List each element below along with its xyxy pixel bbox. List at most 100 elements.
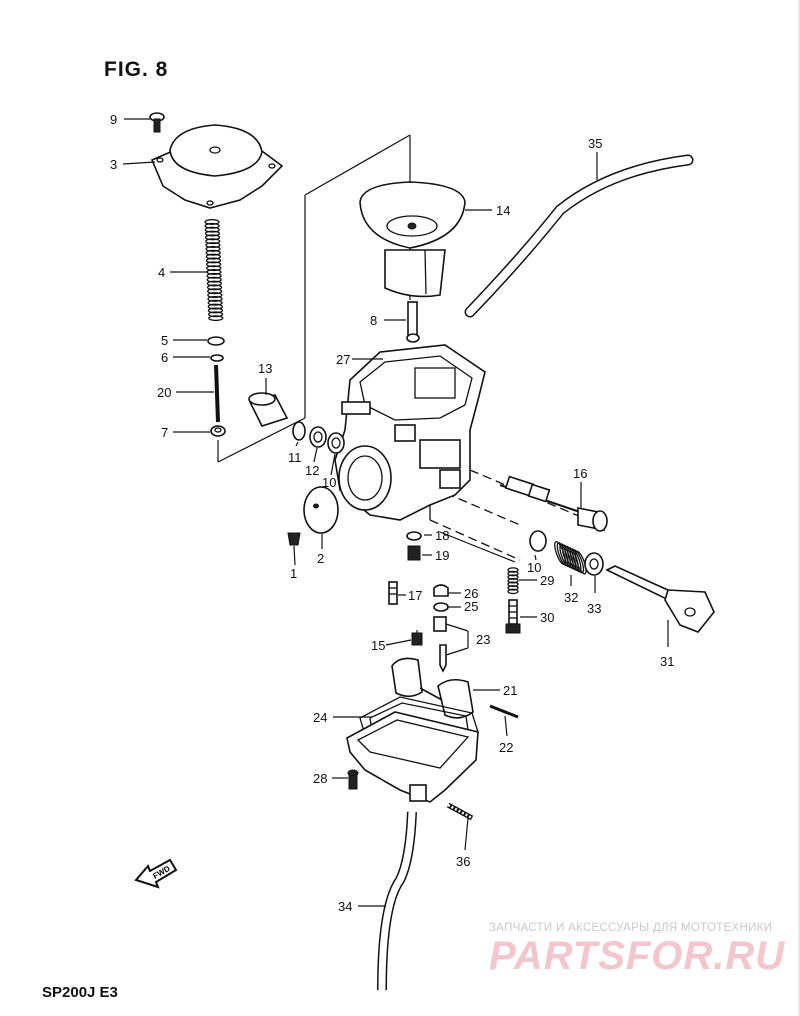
part-36-drain-screw — [446, 802, 474, 821]
part-20-jet-needle — [214, 364, 220, 423]
model-code: SP200J E3 — [42, 984, 118, 1001]
callout-30: 30 — [540, 610, 554, 625]
spring-coil — [207, 311, 224, 318]
callout-28: 28 — [313, 771, 327, 786]
spring-coil — [207, 288, 223, 295]
callout-labels: 9 3 4 5 6 20 7 13 14 8 27 35 16 11 12 10… — [110, 112, 674, 914]
part-18-washer — [406, 531, 422, 541]
fwd-arrow-icon: FWD — [134, 858, 178, 889]
callout-35: 35 — [588, 136, 602, 151]
part-4-spring — [204, 219, 224, 322]
callout-27: 27 — [336, 352, 350, 367]
part-6-clip — [210, 354, 224, 362]
part-31-throttle-shaft — [605, 565, 715, 633]
spring-coil — [205, 245, 221, 252]
callout-1: 1 — [290, 566, 297, 581]
float-bowl — [346, 711, 479, 803]
part-26-cap — [433, 584, 449, 597]
callout-20: 20 — [157, 385, 171, 400]
part-3-top-cover — [150, 124, 284, 209]
part-12-ring — [309, 426, 327, 448]
part-16-choke-plunger — [499, 475, 608, 532]
spring-coil — [206, 265, 222, 272]
figure-title: FIG. 8 — [104, 58, 169, 81]
part-9-screw — [149, 112, 165, 133]
spring-coil — [507, 588, 519, 595]
part-21-float — [391, 657, 474, 719]
spring-coil — [206, 284, 223, 291]
callout-23: 23 — [476, 632, 490, 647]
spring-coil — [207, 299, 223, 306]
callout-29: 29 — [540, 573, 554, 588]
spring-coil — [204, 222, 220, 229]
part-13-cylinder — [248, 392, 289, 427]
part-8-screw — [406, 301, 420, 343]
callout-33: 33 — [587, 601, 601, 616]
spring-coil — [205, 238, 221, 245]
spring-coil — [507, 574, 519, 580]
part-33-washer — [584, 552, 604, 576]
spring-coil — [204, 234, 221, 241]
part-25-o-ring — [433, 602, 449, 612]
spring-coil — [204, 226, 220, 233]
part-23-needle-valve-assembly — [433, 616, 447, 673]
callout-36: 36 — [456, 854, 470, 869]
spring-coil — [507, 581, 519, 588]
spring-coil — [205, 261, 222, 268]
callout-9: 9 — [110, 112, 117, 127]
callout-34: 34 — [338, 899, 352, 914]
watermark-tagline: ЗАПЧАСТИ И АКСЕССУАРЫ ДЛЯ МОТОТЕХНИКИ — [489, 922, 773, 934]
callout-3: 3 — [110, 157, 117, 172]
callout-26: 26 — [464, 586, 478, 601]
part-1-screw — [287, 532, 301, 546]
part-32-throttle-spring — [554, 541, 587, 575]
watermark-brand: PARTSFOR.RU — [489, 934, 786, 978]
spring-coil — [205, 253, 222, 260]
part-15-screw — [411, 630, 423, 646]
callout-22: 22 — [499, 740, 513, 755]
callout-10-right: 10 — [527, 560, 541, 575]
part-28-screw — [347, 769, 359, 790]
spring-coil — [204, 230, 221, 237]
part-5-washer — [207, 336, 225, 346]
callout-18: 18 — [435, 528, 449, 543]
callout-16: 16 — [573, 466, 587, 481]
callout-13: 13 — [258, 361, 272, 376]
callout-12: 12 — [305, 463, 319, 478]
spring-coil — [507, 567, 519, 573]
callout-10-left: 10 — [322, 475, 336, 490]
callout-8: 8 — [370, 313, 377, 328]
callout-6: 6 — [161, 350, 168, 365]
part-11-o-ring — [292, 421, 306, 441]
spring-coil — [507, 570, 519, 577]
callout-21: 21 — [503, 683, 517, 698]
spring-coil — [507, 577, 519, 584]
part-10-ring-right — [529, 530, 547, 552]
spring-coil — [207, 295, 223, 302]
callout-17: 17 — [408, 588, 422, 603]
callout-7: 7 — [161, 425, 168, 440]
spring-coil — [206, 272, 222, 279]
part-29-spring — [507, 567, 519, 595]
part-17-jet — [388, 581, 398, 605]
leader-lines — [122, 118, 669, 907]
callout-32: 32 — [564, 590, 578, 605]
part-22-float-pin — [489, 704, 519, 719]
part-10-ring-left — [327, 432, 345, 454]
part-19-screw — [407, 545, 421, 561]
spring-coil — [206, 280, 223, 287]
spring-coil — [205, 242, 221, 249]
spring-coil — [208, 315, 224, 322]
spring-coil — [574, 550, 587, 575]
carburetor-body — [334, 344, 486, 521]
callout-2: 2 — [317, 551, 324, 566]
spring-coil — [207, 303, 223, 310]
callout-11: 11 — [288, 450, 302, 465]
callout-5: 5 — [161, 333, 168, 348]
callout-4: 4 — [158, 265, 165, 280]
part-2-disc — [303, 486, 339, 534]
part-14-diaphragm-piston — [359, 181, 466, 298]
part-7-seat — [210, 425, 226, 437]
part-34-drain-hose — [377, 811, 417, 991]
